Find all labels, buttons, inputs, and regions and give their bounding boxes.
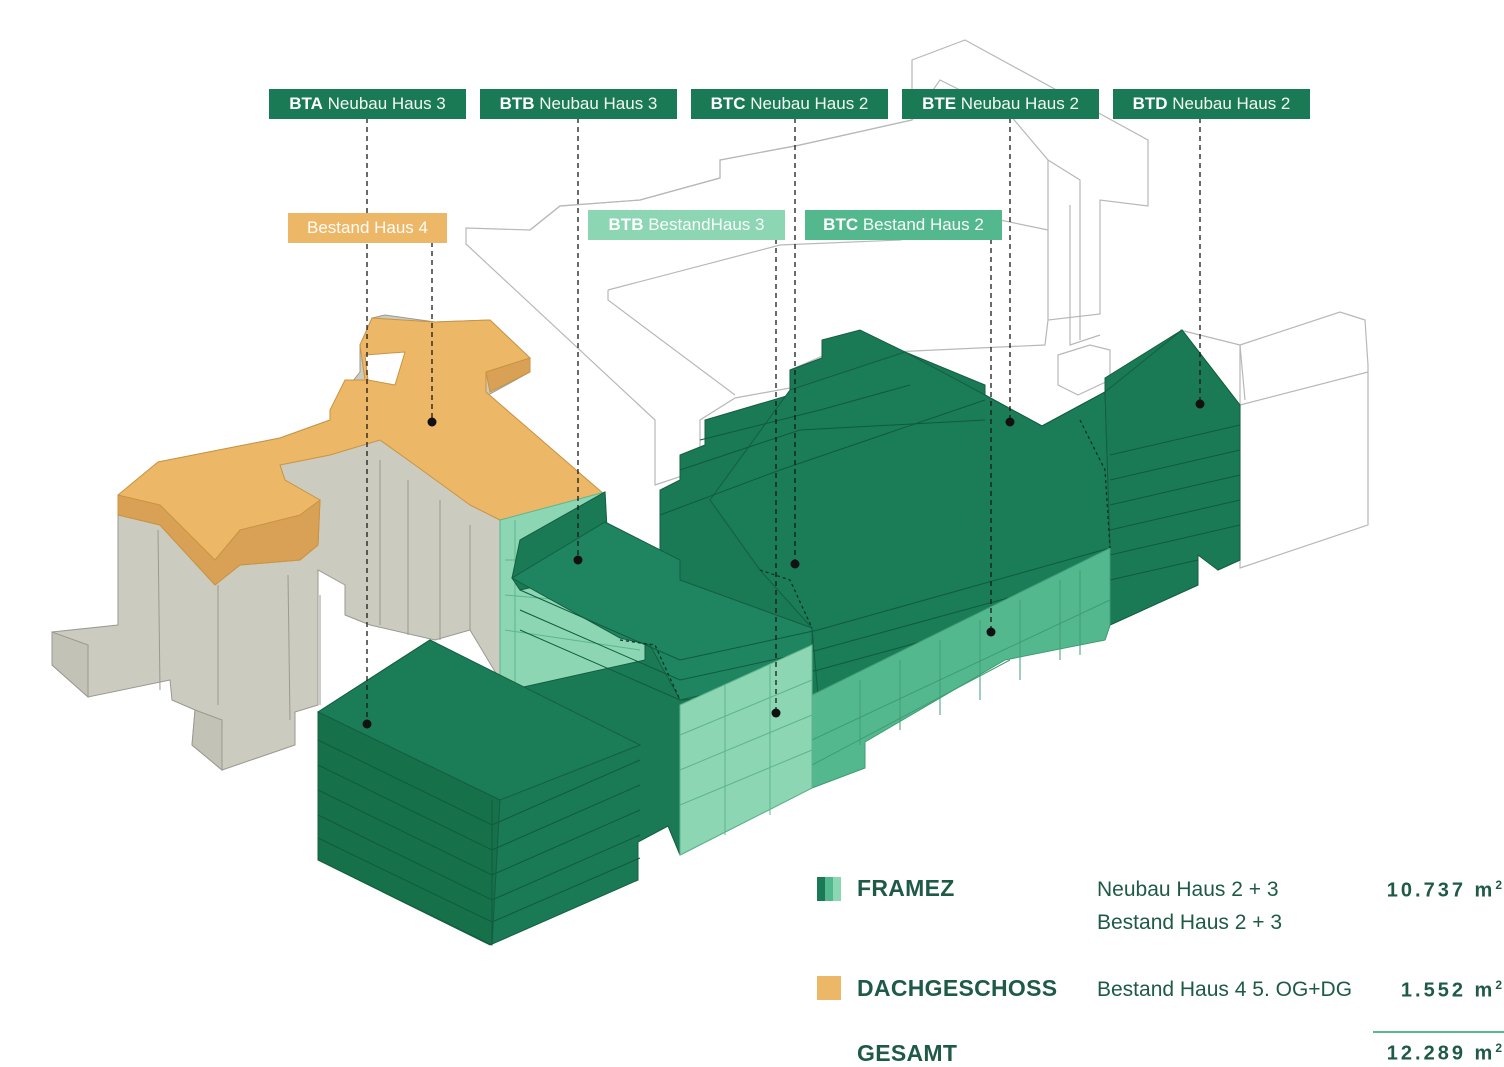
framez-value-unit: 2 <box>1495 878 1502 892</box>
dachgeschoss-desc: Bestand Haus 4 5. OG+DG <box>1097 978 1353 1001</box>
dachgeschoss-value-unit: 2 <box>1495 978 1502 992</box>
framez-title: FRAMEZ <box>857 875 955 901</box>
label-text: Neubau Haus 3 <box>322 94 446 113</box>
gesamt-value-unit: 2 <box>1495 1041 1502 1055</box>
dachgeschoss-orange-roof <box>117 317 606 586</box>
dachgeschoss-value: 1.552 m2 <box>1401 978 1502 1003</box>
gesamt-title: GESAMT <box>857 1040 958 1066</box>
label-bestand-haus-4: Bestand Haus 4 <box>288 213 447 243</box>
label-text: Neubau Haus 2 <box>956 94 1079 113</box>
label-code: BTB <box>608 215 644 234</box>
dachgeschoss-swatch <box>817 976 841 1000</box>
label-btc-bestand-haus-2: BTC Bestand Haus 2 <box>805 210 1002 240</box>
label-code: BTC <box>823 215 859 234</box>
label-btb-bestand-haus-3: BTB BestandHaus 3 <box>588 210 785 240</box>
leader-dots <box>362 399 1205 729</box>
label-code: BTC <box>710 94 746 113</box>
framez-desc-1: Neubau Haus 2 + 3 <box>1097 878 1279 901</box>
label-code: BTA <box>289 94 323 113</box>
btc-bestand-haus-2-facade <box>811 547 1111 789</box>
context-buildings-outline <box>465 39 1369 569</box>
framez-desc-2: Bestand Haus 2 + 3 <box>1097 911 1283 934</box>
label-btc-neubau-haus-2: BTC Neubau Haus 2 <box>691 89 888 119</box>
label-btb-neubau-haus-3: BTB Neubau Haus 3 <box>480 89 677 119</box>
framez-value-number: 10.737 m <box>1386 879 1496 902</box>
label-code: BTB <box>499 94 535 113</box>
btb-bestand-front-facade <box>679 644 813 856</box>
label-text: Bestand Haus 4 <box>307 218 428 237</box>
house-boundary-dotted-lines <box>619 419 1111 701</box>
label-code: BTD <box>1132 94 1168 113</box>
dachgeschoss-title: DACHGESCHOSS <box>857 975 1058 1001</box>
label-code: BTE <box>922 94 957 113</box>
label-text: Neubau Haus 3 <box>534 94 658 113</box>
gesamt-value: 12.289 m2 <box>1387 1041 1502 1066</box>
total-divider <box>1373 1031 1504 1033</box>
label-text: Bestand Haus 2 <box>858 215 984 234</box>
gesamt-value-number: 12.289 m <box>1386 1042 1496 1065</box>
label-text: BestandHaus 3 <box>643 215 765 234</box>
framez-value: 10.737 m2 <box>1387 878 1502 903</box>
label-btd-neubau-haus-2: BTD Neubau Haus 2 <box>1113 89 1310 119</box>
label-bte-neubau-haus-2: BTE Neubau Haus 2 <box>902 89 1099 119</box>
framez-swatch <box>817 877 841 901</box>
label-text: Neubau Haus 2 <box>745 94 869 113</box>
label-bta-neubau-haus-3: BTA Neubau Haus 3 <box>269 89 466 119</box>
dachgeschoss-value-number: 1.552 m <box>1400 979 1496 1002</box>
label-text: Neubau Haus 2 <box>1167 94 1291 113</box>
